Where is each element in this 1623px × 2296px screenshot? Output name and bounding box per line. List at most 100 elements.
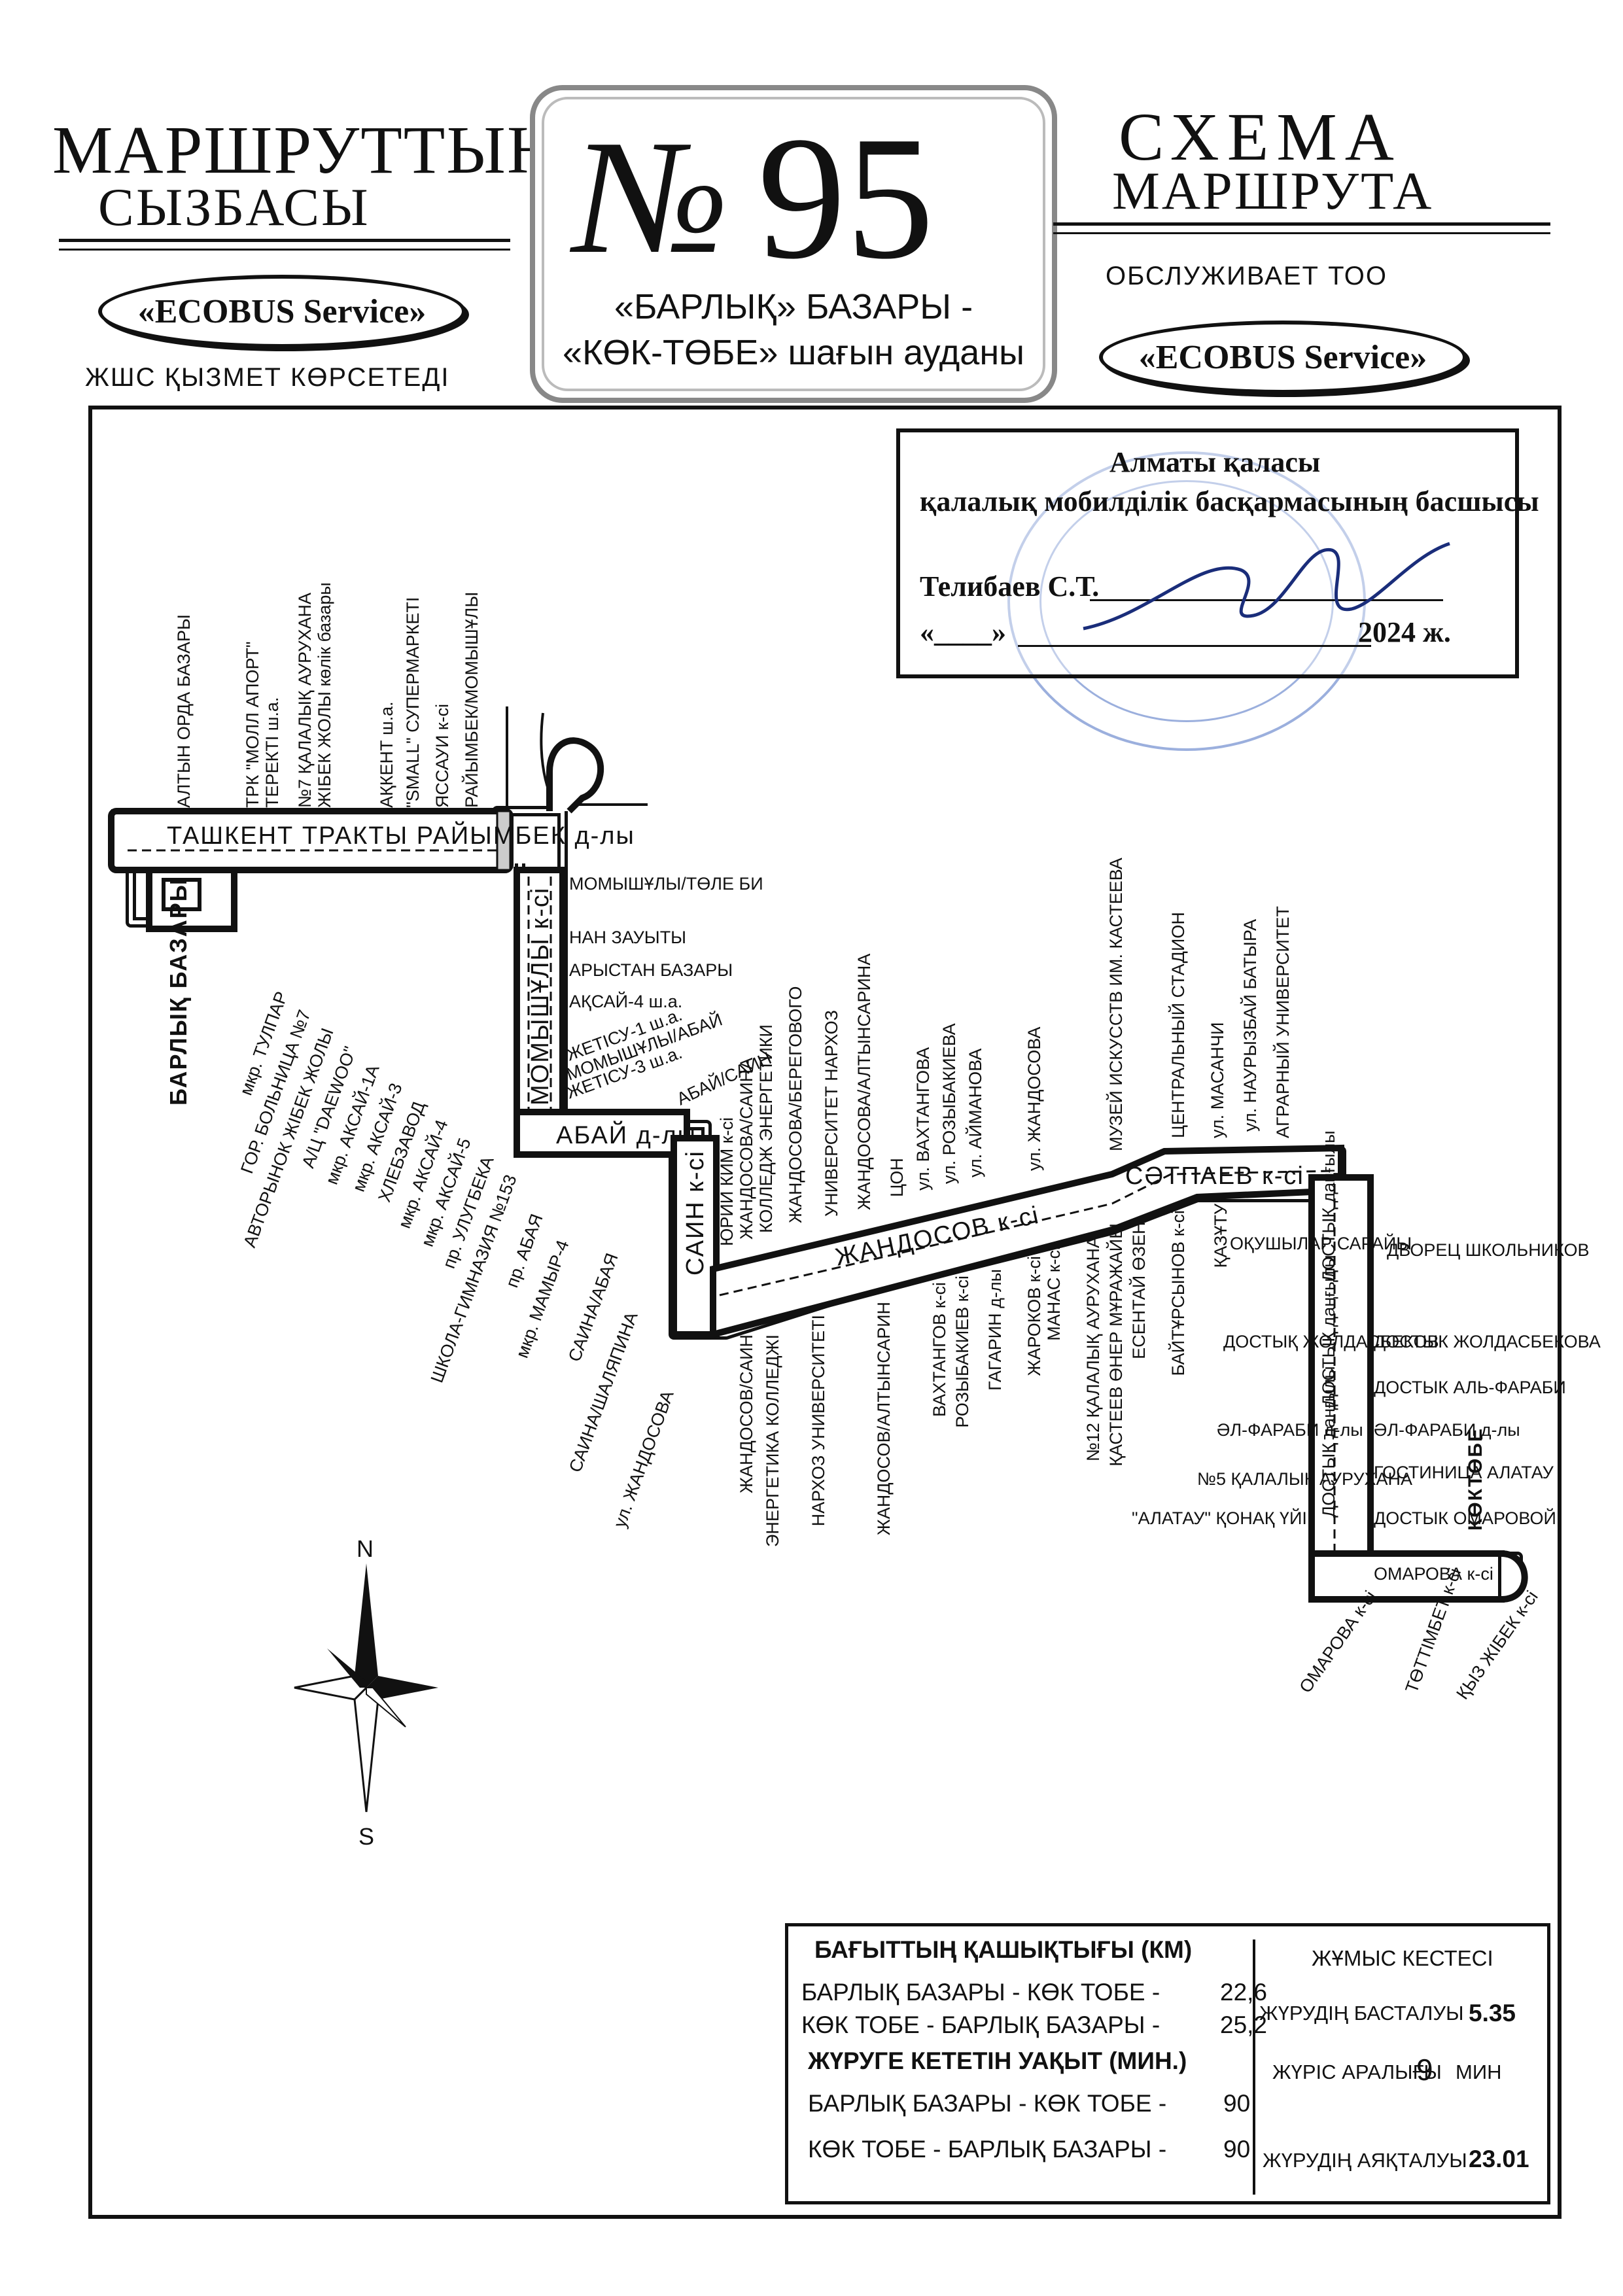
stop-label: ТЕРЕКТІ ш.а. — [262, 697, 282, 808]
stop-label: МАНАС к-сі — [1044, 1246, 1064, 1341]
stop-label: ЖАНДОСОВА/САИНА — [737, 1058, 756, 1240]
compass-n: N — [357, 1535, 375, 1562]
corridor-abai: АБАЙ д-лы — [514, 1109, 695, 1158]
turnaround-loop — [546, 737, 604, 814]
header-left-rule-2 — [59, 249, 510, 251]
schedule-end-value: 23.01 — [1469, 2146, 1529, 2172]
stop-label: АГРАРНЫЙ УНИВЕРСИТЕТ — [1272, 906, 1293, 1138]
stop-label: ҚАЗҰТУ — [1211, 1203, 1230, 1268]
stop-label: №12 ҚАЛАЛЫҚ АУРУХАНА — [1083, 1236, 1103, 1461]
stop-label: ГАГАРИН д-лы — [985, 1269, 1005, 1391]
schedule-end-label: ЖҮРУДІҢ АЯҚТАЛУЫ — [1263, 2149, 1467, 2172]
stop-label: АҚСАЙ-4 ш.а. — [569, 991, 682, 1011]
stop-label: ЖАРОКОВ к-сі — [1024, 1256, 1044, 1376]
stop-label: КОЛЛЕДЖ ЭНЕРГЕТИКИ — [756, 1024, 776, 1233]
header-left-title: МАРШРУТТЫҢ — [52, 113, 558, 188]
time-row-2-value: 90 — [1223, 2136, 1251, 2163]
stop-label: ОҚУШЫЛАР САРАЙЫ — [1230, 1233, 1412, 1253]
stop-label: ГОСТИНИЦА АЛАТАУ — [1374, 1463, 1554, 1482]
stop-label: "АЛАТАУ" ҚОНАҚ ҮЙІ — [1132, 1508, 1307, 1528]
end-loop — [1501, 1550, 1528, 1603]
street-satpaev: СӘТПАЕВ к-сі — [1125, 1162, 1304, 1190]
stop-label: ӘЛ-ФАРАБИ д-лы — [1217, 1420, 1363, 1440]
schedule-interval-label: ЖҮРІС АРАЛЫҒЫ — [1272, 2061, 1442, 2083]
header-right-subtitle: МАРШРУТА — [1112, 161, 1434, 220]
distance-row-2-value: 25,2 — [1220, 2011, 1268, 2038]
stop-label: "SMALL" СУПЕРМАРКЕТІ — [403, 597, 423, 808]
crosswalk — [496, 810, 512, 871]
signature-line — [1090, 599, 1443, 601]
header-right-title: СХЕМА — [1119, 99, 1402, 175]
barlyk-bazar-square — [162, 878, 201, 911]
distance-title: БАҒЫТТЫҢ ҚАШЫҚТЫҒЫ (КМ) — [814, 1936, 1193, 1963]
approval-year: 2024 ж. — [1358, 616, 1451, 648]
stop-label: №7 ҚАЛАЛЫҚ АУРУХАНА — [295, 593, 315, 808]
schedule-interval-unit: МИН — [1456, 2061, 1502, 2083]
schedule-start-label: ЖҮРУДІҢ БАСТАЛУЫ — [1259, 2002, 1464, 2025]
header-right-rule-2 — [1053, 232, 1550, 234]
distance-row-2-label: КӨК ТОБЕ - БАРЛЫҚ БАЗАРЫ - — [801, 2011, 1161, 2038]
header-left-caption: ЖШС ҚЫЗМЕТ КӨРСЕТЕДІ — [85, 363, 450, 392]
street-momyshuly: МОМЫШҰЛЫ к-сі — [527, 887, 554, 1105]
compass-se-arrow — [366, 1687, 406, 1728]
route-number-box-inner — [542, 97, 1045, 391]
stop-label: ЮРИЙ КИМ к-сі — [716, 1117, 737, 1246]
official-seal — [1007, 451, 1366, 751]
stop-label: ЕСЕНТАЙ ӨЗЕНІ — [1128, 1217, 1149, 1359]
signature — [1083, 542, 1450, 631]
stop-label: ДОСТЫК ЖОЛДАСБЕКОВА — [1374, 1332, 1601, 1351]
map-frame — [88, 406, 1562, 2219]
time-row-1-value: 90 — [1223, 2090, 1251, 2117]
stop-label: ЭНЕРГЕТИКА КОЛЛЕДЖІ — [763, 1334, 782, 1547]
street-sain: САИН к-сі — [682, 1150, 709, 1276]
time-row-2-label: КӨК ТОБЕ - БАРЛЫҚ БАЗАРЫ - — [808, 2136, 1167, 2163]
compass-nw-arrow — [327, 1648, 366, 1688]
distance-row-1-label: БАРЛЫҚ БАЗАРЫ - КӨК ТОБЕ - — [801, 1979, 1161, 2006]
stop-label: ДОСТЫҚ даңғылы — [1319, 1366, 1338, 1518]
stop-label: ул. ЖАНДОСОВА — [1024, 1027, 1044, 1171]
stop-label: ОМАРОВА к-сі — [1374, 1564, 1493, 1584]
stop-label: ул. ВАХТАНГОВА — [913, 1047, 933, 1191]
stop-label: АРЫСТАН БАЗАРЫ — [569, 960, 733, 980]
route-number: 95 — [758, 100, 934, 296]
corridor-tashkent: ТАШКЕНТ ТРАКТЫ РАЙЫМБЕК д-лы — [108, 808, 635, 932]
header-left-subtitle: СЫЗБАСЫ — [98, 177, 370, 237]
stop-label: ҚЫЗ ЖІБЕК к-сі — [1452, 1587, 1542, 1703]
info-box: БАҒЫТТЫҢ ҚАШЫҚТЫҒЫ (КМ) БАРЛЫҚ БАЗАРЫ - … — [785, 1923, 1550, 2204]
compass-rose: N S — [294, 1535, 438, 1850]
approval-line2: қалалық мобилділік басқармасының басшысы — [920, 485, 1539, 517]
stop-label: ЖАНДОСОВА/АЛТЫНСАРИНА — [854, 954, 874, 1210]
stop-label: ДОСТЫҚ даңғылы — [1319, 1130, 1338, 1282]
stop-label: ДВОРЕЦ ШКОЛЬНИКОВ — [1387, 1240, 1590, 1260]
stop-label: ЦОН — [887, 1158, 907, 1197]
approval-line1: Алматы қаласы — [1109, 446, 1321, 478]
stop-label: ЖАНДОСОВА/БЕРЕГОВОГО — [786, 986, 805, 1223]
stop-label: АҚКЕНТ ш.а. — [377, 701, 396, 808]
corridor-dostyk: КӨКТӨБЕ — [1308, 1174, 1528, 1603]
stop-label: ЦЕНТРАЛЬНЫЙ СТАДИОН — [1168, 912, 1188, 1138]
stop-label: ДОСТЫҚ ЖОЛДАСБЕКОВ — [1223, 1332, 1439, 1351]
stop-label: ӘЛ-ФАРАБИ д-лы — [1374, 1420, 1520, 1440]
stop-label: ТРК "МОЛЛ АПОРТ" — [243, 642, 262, 808]
stop-label: РАЙЫМБЕК/МОМЫШҰЛЫ — [461, 592, 481, 808]
stop-label: ул. АЙМАНОВА — [965, 1049, 985, 1177]
stop-label: ДОСТЫК ОМАРОВОЙ — [1374, 1508, 1556, 1528]
corridor-momyshuly: МОМЫШҰЛЫ к-сі — [514, 867, 566, 1155]
loop-path — [546, 737, 604, 814]
route-number-box: № 95 «БАРЛЫҚ» БАЗАРЫ - «КӨК-ТӨБЕ» шағын … — [530, 85, 1057, 403]
compass-east-arrow — [366, 1676, 438, 1699]
stop-label: ЖІБЕК ЖОЛЫ көлік базары — [315, 582, 334, 808]
stop-label: ул. РОЗЫБАКИЕВА — [939, 1023, 959, 1184]
corridor-box — [514, 1109, 690, 1158]
info-divider — [1253, 1939, 1255, 2195]
compass-south-arrow — [353, 1686, 379, 1813]
schedule-start-value: 5.35 — [1469, 2000, 1516, 2026]
distance-row-1-value: 22,6 — [1220, 1979, 1268, 2006]
header-right-oval: «ECOBUS Service» — [1099, 321, 1467, 394]
stop-label: ул. ЖАНДОСОВА — [610, 1388, 678, 1530]
stop-label: ДОСТЫК АЛЬ-ФАРАБИ — [1374, 1378, 1566, 1397]
corridor-box — [671, 1135, 720, 1338]
signature-stroke — [1083, 542, 1450, 631]
street-tashkent: ТАШКЕНТ ТРАКТЫ РАЙЫМБЕК д-лы — [167, 820, 635, 850]
